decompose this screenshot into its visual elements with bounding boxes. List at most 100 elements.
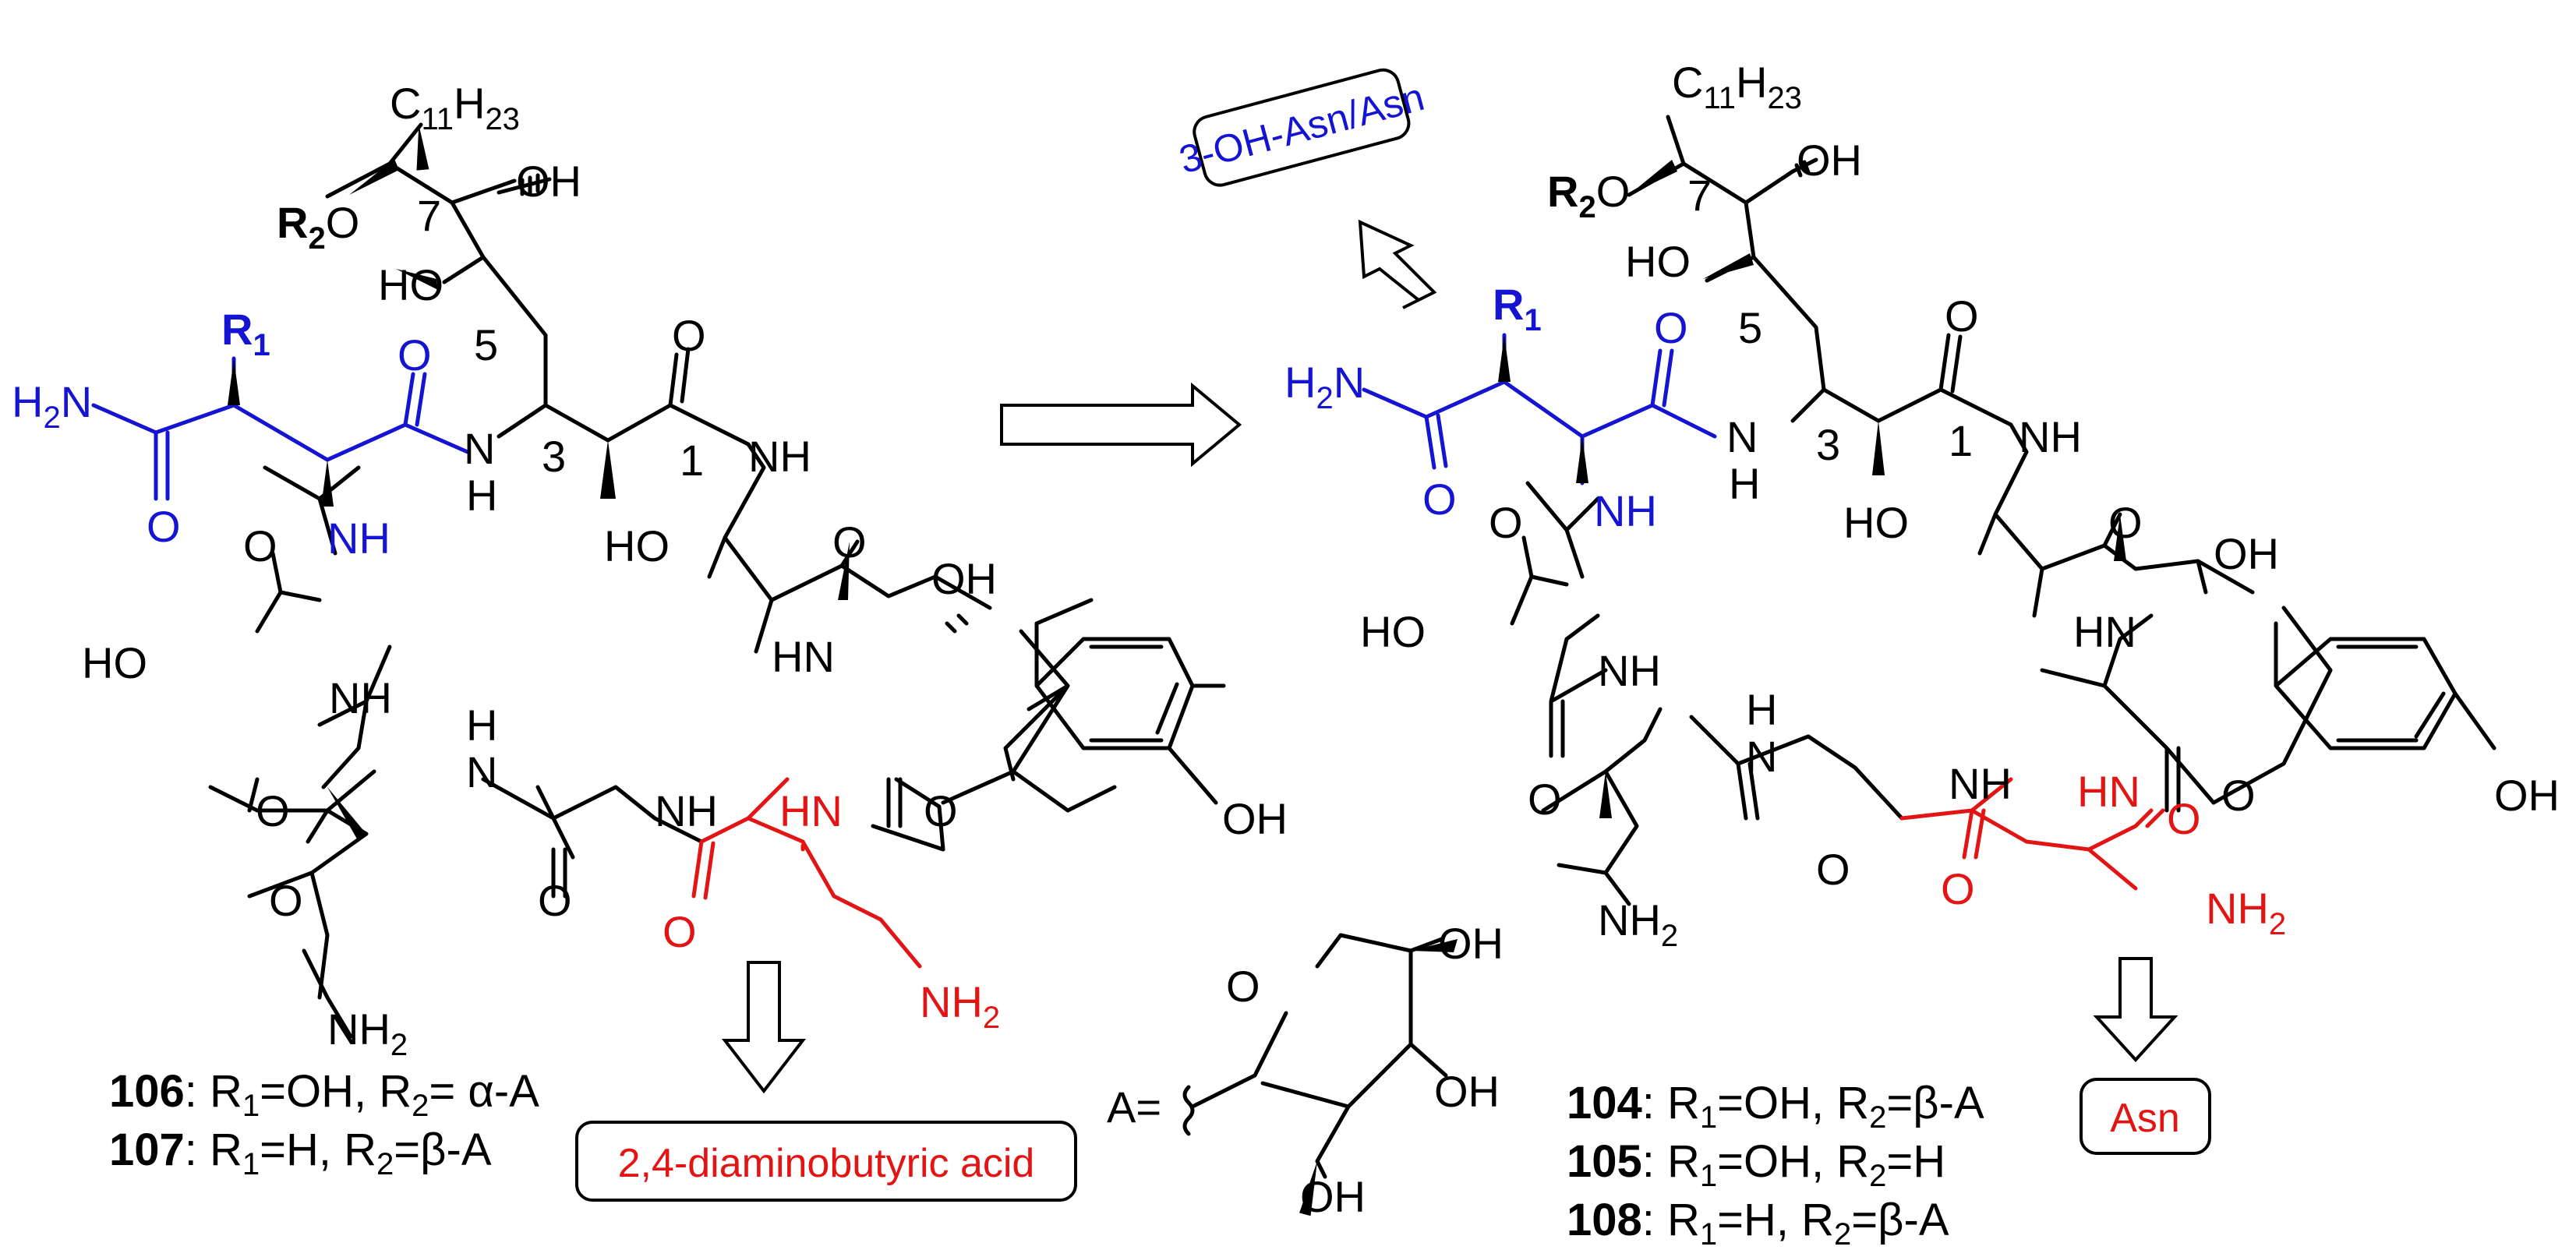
arrow-down-right-icon [2093,957,2178,1062]
sugar-fragment: A= O OH OH OH [1107,919,1504,1221]
o-gly: O [538,876,572,925]
compound-104-label: 104: R1=OH, R2=β-A [1567,1078,1984,1135]
r-r1-label: R1 [1493,280,1542,337]
r-ho-label: HO [1625,237,1691,286]
r-n-gly: N [1746,732,1777,781]
compound-105-label: 105: R1=OH, R2=H [1567,1136,1945,1193]
r-o-blue-bottom: O [1422,475,1457,524]
h-gly: H [466,701,497,750]
right-text: C11H23 R2O 7 OH HO 5 R1 H2N O O NH N H 3… [1284,58,2560,953]
r-o-c1: O [1945,291,1979,341]
r-hn-tyr: HN [2073,607,2136,656]
r-oh-tyr: OH [2214,529,2279,578]
r-oh-phenol: OH [2494,771,2560,820]
left-structure: C11H23 R2O 7 OH HO 5 R1 H2N O O NH N H 3… [12,79,1288,1062]
r-nh-ser2: NH [1598,646,1661,695]
o-mid: O [256,786,290,835]
o-c1: O [672,311,706,360]
hn-tyr: HN [772,632,835,681]
r-o-blue-top: O [1654,303,1688,352]
r2o-label: R2O [277,198,359,256]
r-nh2-red: NH2 [2206,884,2286,941]
r-h-amide: H [1729,459,1760,508]
sugar-oh-1: OH [1438,919,1504,968]
o-red: O [663,907,697,956]
left-stereo-bonds [327,125,969,842]
right-structure: C11H23 R2O 7 OH HO 5 R1 H2N O O NH N H 3… [1284,58,2560,953]
nh2-red: NH2 [920,977,1000,1035]
nh-ser2: NH [329,673,392,722]
box-asn [2080,1078,2211,1155]
r-nh-gly2: NH [1949,759,2012,808]
oh-label: OH [516,157,581,206]
box-3-oh-asn: 3-OH-Asn/Asn [1175,68,1429,187]
o-tyr-co: O [924,786,958,835]
o-ser2: O [243,521,277,570]
box-diaminobutyric [575,1121,1077,1202]
o-asn: O [269,876,303,925]
compound-labels-right: 104: R1=OH, R2=β-A 105: R1=OH, R2=H 108:… [1567,1078,1984,1252]
oh-tyr: OH [931,554,997,603]
r-alkyl-group: C11H23 [1672,58,1802,115]
r-o-red2: O [2167,794,2201,843]
arrows [721,219,2178,1094]
o-ser1: O [832,517,867,567]
r-o-tyr-co: O [2221,771,2256,820]
nh2-asn: NH2 [327,1005,408,1062]
r-nh-blue: NH [1594,486,1657,535]
r-h2n-label: H2N [1284,358,1365,415]
r1-label: R1 [221,305,270,362]
locant-3: 3 [542,432,566,481]
o-blue-bottom: O [147,502,181,551]
r-oh-label: OH [1797,136,1862,185]
arrow-up-left-icon [1358,219,1437,309]
r-o-ser2: O [1489,498,1523,547]
r-o-asn: O [1528,775,1562,824]
locant-7: 7 [417,191,441,240]
box-diaminobutyric-text: 2,4-diaminobutyric acid [618,1141,1035,1186]
left-bonds-red [691,777,922,969]
box-asn-text: Asn [2110,1096,2180,1141]
locant-1: 1 [680,436,704,485]
sugar-oh-2: OH [1434,1067,1500,1116]
compound-106-label: 106: R1=OH, R2= α-A [109,1066,539,1123]
right-stereo-bonds [1599,157,2126,818]
ho-ser1: HO [604,521,670,570]
r-n-amide: N [1726,412,1758,461]
r-locant-3: 3 [1816,420,1840,469]
r-o-gly: O [1816,845,1850,894]
sugar-oh-3: OH [1300,1172,1366,1221]
nh-gly2: NH [655,786,718,835]
sugar-a-label: A= [1107,1082,1161,1132]
n-gly: N [466,747,497,796]
nh-c1: NH [748,432,811,481]
left-bonds-blue [91,356,470,507]
r-r2o-label: R2O [1547,167,1630,224]
sugar-ring-o: O [1226,962,1260,1011]
label-boxes: 3-OH-Asn/Asn 2,4-diaminobutyric acid Asn [575,68,2211,1202]
o-blue-top: O [398,330,432,380]
right-bonds-blue [1362,333,1717,485]
h-amide: H [466,471,497,520]
oh-phenol: OH [1222,794,1288,843]
r-locant-1: 1 [1949,416,1973,465]
compound-108-label: 108: R1=H, R2=β-A [1567,1195,1949,1252]
nh-blue: NH [327,514,390,563]
r-hn-red: HN [2077,767,2140,816]
ho-label: HO [378,260,443,309]
h2n-label: H2N [12,377,92,435]
r-ho-ser1: HO [1843,498,1909,547]
r-o-red: O [1941,864,1975,913]
left-bonds-black [208,122,1226,1039]
hn-red: HN [779,786,843,835]
r-o-ser1: O [2108,498,2143,547]
r-ho-ser2: HO [1360,607,1426,656]
r-nh-c1: NH [2019,412,2082,461]
compound-107-label: 107: R1=H, R2=β-A [109,1125,492,1181]
r-nh2-asn: NH2 [1598,895,1678,953]
r-locant-7: 7 [1687,171,1712,220]
right-bonds-red [1899,777,2165,891]
right-bonds-black [1510,115,2496,906]
locant-5: 5 [474,320,498,369]
